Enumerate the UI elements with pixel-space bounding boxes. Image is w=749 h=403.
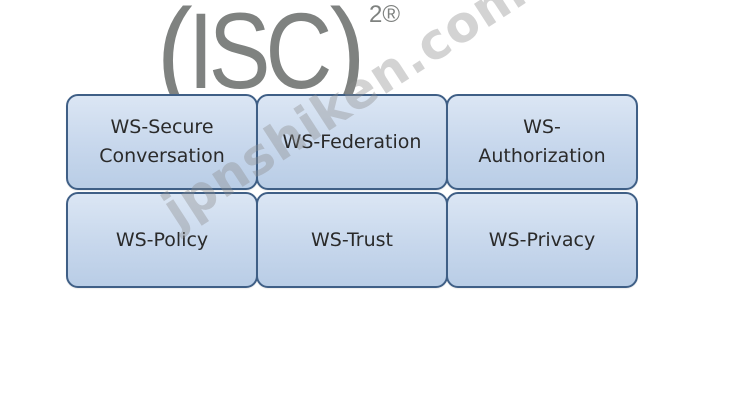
logo-superscript: 2® [369, 1, 401, 28]
box-label: WS-Federation [282, 130, 422, 153]
box-ws-federation: WS-Federation [256, 94, 448, 190]
box-ws-privacy: WS-Privacy [446, 192, 638, 288]
box-label: WS-Trust [311, 228, 393, 251]
box-label: WS-Secure Conversation [99, 116, 225, 167]
box-ws-authorization: WS- Authorization [446, 94, 638, 190]
box-ws-secure-conversation: WS-Secure Conversation [66, 94, 258, 190]
box-label: WS-Privacy [488, 228, 596, 251]
isc2-logo: (ISC) 2® [155, 0, 400, 116]
box-label: WS-Policy [115, 228, 209, 251]
box-label: WS- Authorization [478, 116, 606, 167]
box-ws-trust: WS-Trust [256, 192, 448, 288]
box-ws-policy: WS-Policy [66, 192, 258, 288]
logo-letters: ISC [188, 0, 333, 111]
ws-standards-grid: WS-Secure Conversation WS-Federation WS-… [66, 94, 638, 290]
